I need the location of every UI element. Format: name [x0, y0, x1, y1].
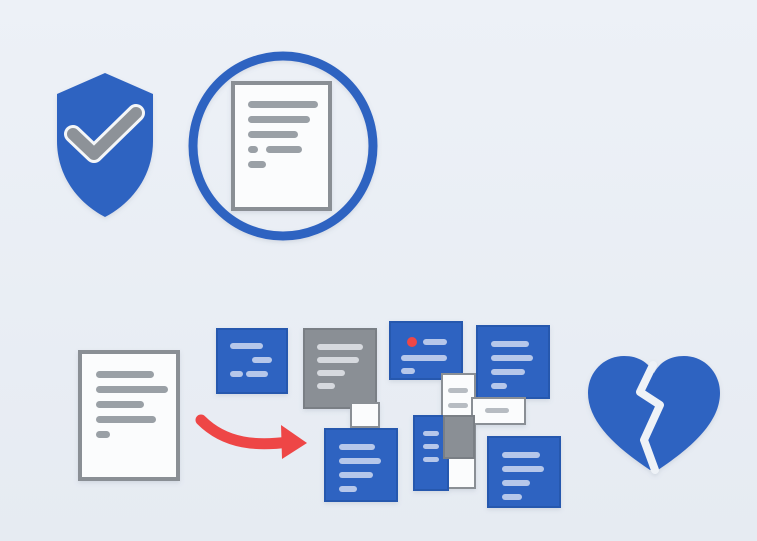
card-blue-3 — [476, 325, 550, 399]
card-blue-1 — [216, 328, 288, 394]
card-paper-mid — [471, 397, 526, 425]
card-blue-4 — [324, 428, 398, 502]
shield-check-icon — [57, 73, 153, 217]
card-blue-5 — [413, 415, 449, 491]
card-gray-1 — [303, 328, 377, 409]
fragmented-documents-cluster — [216, 321, 561, 508]
card-paper-connector — [350, 402, 380, 428]
card-gray-2 — [443, 415, 475, 459]
document-icon — [231, 81, 332, 211]
card-blue-6 — [487, 436, 561, 508]
broken-heart-icon — [588, 356, 720, 474]
document-circle-frame — [188, 51, 378, 241]
source-document — [78, 350, 180, 481]
curved-arrow-icon — [195, 414, 307, 459]
card-blue-2 — [389, 321, 463, 380]
